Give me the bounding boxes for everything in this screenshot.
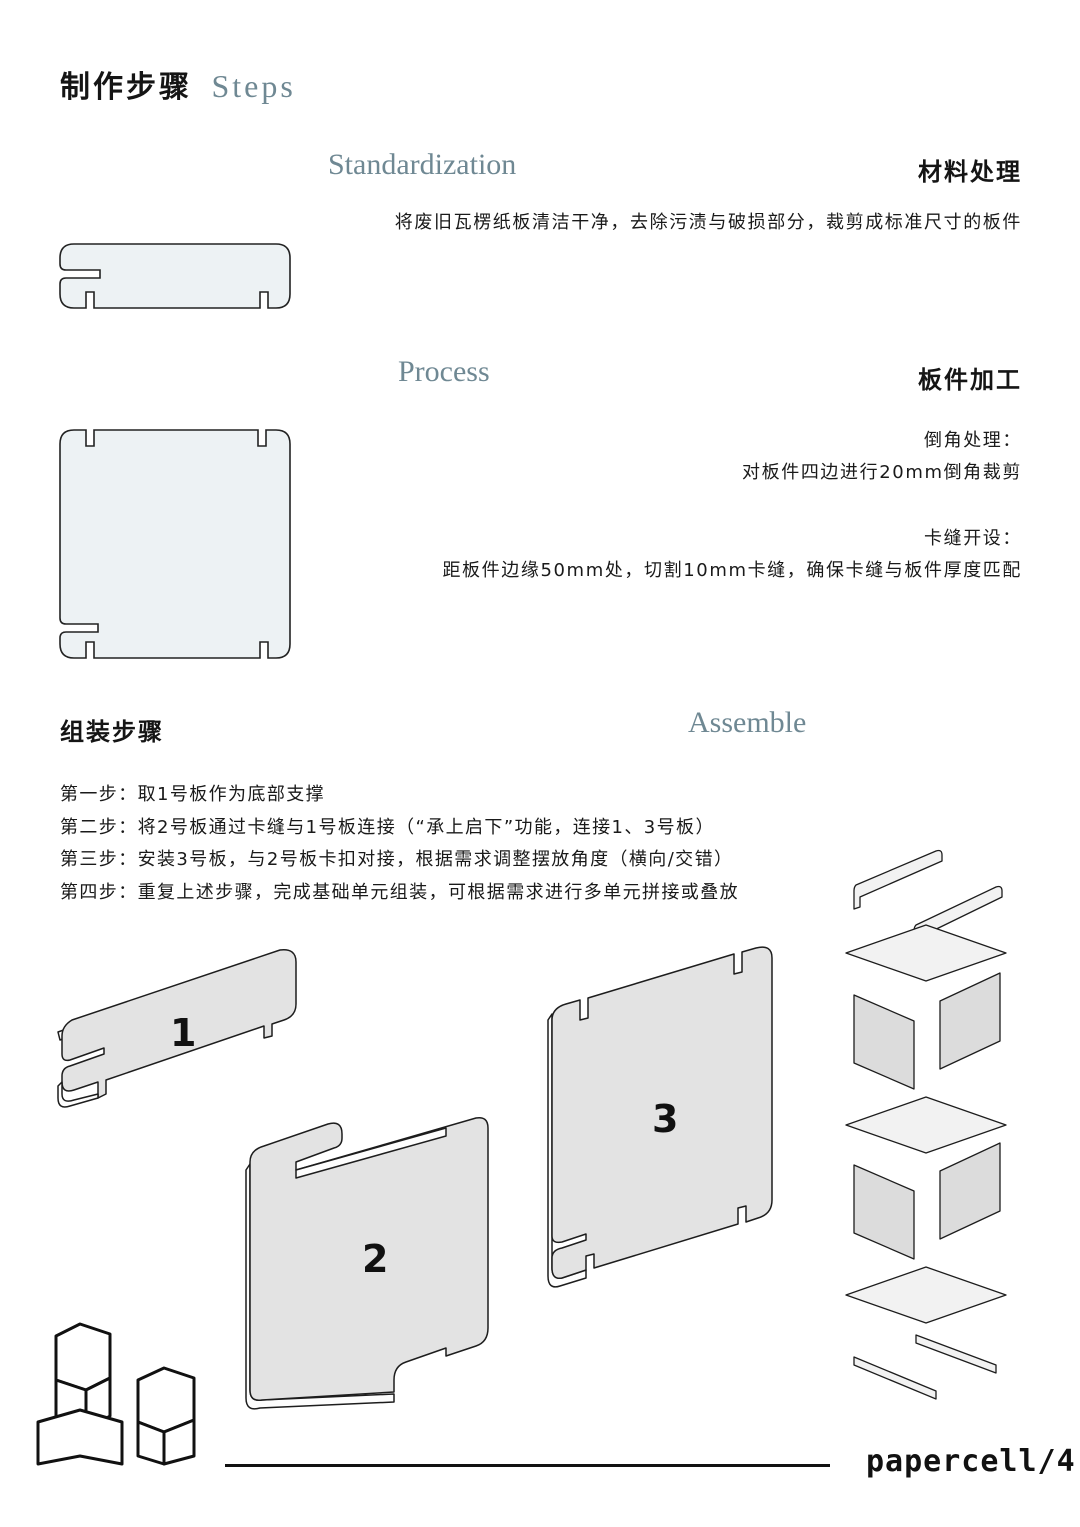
panel-1-iso: 1 — [57, 949, 297, 1108]
process-title-cn: 板件加工 — [918, 366, 1022, 394]
chamfer-label: 倒角处理： — [924, 430, 1022, 451]
assembly-step-3: 第三步：安装3号板，与2号板卡扣对接，根据需求调整摆放角度（横向/交错） — [60, 849, 734, 870]
panel-2-label: 2 — [362, 1237, 388, 1281]
slot-label: 卡缝开设： — [924, 528, 1022, 549]
panel-3-iso: 3 — [547, 946, 773, 1288]
process-title-en: Process — [398, 355, 490, 388]
assembly-steps: 第一步：取1号板作为底部支撑 第二步：将2号板通过卡缝与1号板连接（“承上启下”… — [60, 779, 739, 909]
assemble-title-en: Assemble — [688, 706, 807, 739]
standardization-title-en: Standardization — [328, 148, 517, 181]
page-title-en: Steps — [211, 68, 296, 104]
assembly-step-2: 第二步：将2号板通过卡缝与1号板连接（“承上启下”功能，连接1、3号板） — [60, 816, 715, 838]
standardization-description: 将废旧瓦楞纸板清洁干净，去除污渍与破损部分，裁剪成标准尺寸的板件 — [394, 212, 1022, 233]
assembly-step-4: 第四步：重复上述步骤，完成基础单元组装，可根据需求进行多单元拼接或叠放 — [60, 881, 739, 903]
assemble-title-cn: 组装步骤 — [60, 718, 164, 746]
exploded-tower-diagram — [845, 849, 1007, 1400]
page-title-cn: 制作步骤 — [60, 70, 192, 105]
page-title: 制作步骤 Steps — [60, 62, 296, 106]
standardization-title-cn: 材料处理 — [918, 158, 1022, 186]
assembly-step-1: 第一步：取1号板作为底部支撑 — [60, 784, 326, 805]
panel-3-label: 3 — [652, 1097, 678, 1141]
footer-divider — [225, 1464, 830, 1467]
chamfer-text: 对板件四边进行20mm倒角裁剪 — [742, 462, 1022, 483]
standard-panel-diagram — [59, 243, 291, 309]
cube-stack-illustration — [36, 1322, 196, 1466]
panel-2-iso: 2 — [245, 1116, 489, 1410]
panel-1-label: 1 — [170, 1011, 196, 1055]
slot-text: 距板件边缘50mm处，切割10mm卡缝，确保卡缝与板件厚度匹配 — [442, 560, 1022, 581]
isometric-panels: 1 2 3 — [57, 946, 773, 1410]
brand-logo: papercell/4 — [866, 1444, 1076, 1479]
processed-panel-diagram — [59, 429, 291, 659]
